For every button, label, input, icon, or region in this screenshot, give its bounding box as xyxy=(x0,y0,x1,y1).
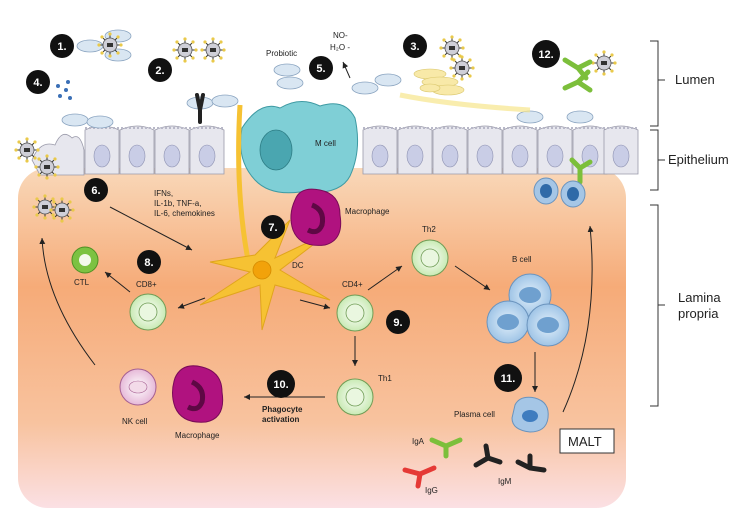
svg-text:5.: 5. xyxy=(316,63,325,75)
step-12-badge: 12. xyxy=(532,40,560,68)
step-badges: 1. 2. 3. 4. 5. 6. 7. 8. 9. 10. 11. 12. xyxy=(26,34,560,398)
step-1-badge: 1. xyxy=(50,34,74,58)
step-10-badge: 10. xyxy=(267,370,295,398)
igg-label: IgG xyxy=(425,486,438,495)
nk-cell-label: NK cell xyxy=(122,417,148,426)
step-8-badge: 8. xyxy=(137,250,161,274)
epithelial-cells-right xyxy=(362,125,639,175)
step-3-badge: 3. xyxy=(403,34,427,58)
metabolite-dots xyxy=(56,80,72,100)
igm-antibodies xyxy=(473,443,547,473)
dc-dendrite xyxy=(236,104,251,261)
phagocyte-label-1: Phagocyte xyxy=(262,405,303,414)
iga-transcytosis xyxy=(569,157,593,185)
macrophage-top-label: Macrophage xyxy=(345,207,390,216)
cd8-label: CD8+ xyxy=(136,280,157,289)
lamina-label-2: propria xyxy=(678,306,719,321)
plasma-cell-label: Plasma cell xyxy=(454,410,495,419)
cytokines-line1: IFNs, xyxy=(154,189,173,198)
svg-text:10.: 10. xyxy=(273,379,288,391)
malt-box xyxy=(559,428,615,454)
no-label: NO- xyxy=(333,31,348,40)
iga-antibody xyxy=(429,437,463,459)
svg-text:4.: 4. xyxy=(33,77,42,89)
svg-text:11.: 11. xyxy=(501,373,516,385)
iga-lumen xyxy=(562,57,593,93)
igg-antibody xyxy=(402,465,437,489)
th1-label: Th1 xyxy=(378,374,392,383)
svg-text:2.: 2. xyxy=(155,65,164,77)
step-11-badge: 11. xyxy=(494,364,522,392)
svg-text:8.: 8. xyxy=(144,257,153,269)
svg-text:9.: 9. xyxy=(393,317,402,329)
lamina-propria-region xyxy=(18,168,626,508)
step-4-badge: 4. xyxy=(26,70,50,94)
svg-text:6.: 6. xyxy=(91,185,100,197)
damaged-epithelial-cell xyxy=(31,133,85,176)
dc-label: DC xyxy=(292,261,304,270)
step-9-badge: 9. xyxy=(386,310,410,334)
m-cell xyxy=(240,101,359,194)
lamina-label-1: Lamina xyxy=(678,290,721,305)
svg-text:7.: 7. xyxy=(268,222,277,234)
step-7-badge: 7. xyxy=(261,215,285,239)
epithelium-layer: M cell xyxy=(31,101,639,194)
m-cell-nucleus xyxy=(259,129,293,171)
igm-label: IgM xyxy=(498,477,512,486)
macrophage-bottom xyxy=(172,365,224,423)
cytokines-line3: IL-6, chemokines xyxy=(154,209,215,218)
svg-text:1.: 1. xyxy=(57,41,66,53)
cytokines-line2: IL-1b, TNF-a, xyxy=(154,199,201,208)
phagocyte-label-2: activation xyxy=(262,415,299,424)
probiotic-label: Probiotic xyxy=(266,49,297,58)
cd4-label: CD4+ xyxy=(342,280,363,289)
macrophage-bottom-label: Macrophage xyxy=(175,431,220,440)
region-brackets xyxy=(650,40,665,407)
th2-label: Th2 xyxy=(422,225,436,234)
epithelial-cells-left xyxy=(84,125,225,175)
receptor xyxy=(195,93,205,124)
ctl-label: CTL xyxy=(74,278,90,287)
step-2-badge: 2. xyxy=(148,58,172,82)
m-cell-label: M cell xyxy=(315,139,336,148)
svg-text:3.: 3. xyxy=(410,41,419,53)
iga-label: IgA xyxy=(412,437,425,446)
probiotic-cluster xyxy=(413,68,465,96)
step-5-badge: 5. xyxy=(309,56,333,80)
epithelium-label: Epithelium xyxy=(668,152,729,167)
malt-label: MALT xyxy=(568,434,602,449)
b-cell-label: B cell xyxy=(512,255,532,264)
lumen-label: Lumen xyxy=(675,72,715,87)
b-cells-epithelium xyxy=(533,177,586,208)
step-6-badge: 6. xyxy=(84,178,108,202)
svg-text:12.: 12. xyxy=(538,49,553,61)
h2o-label: H₂O - xyxy=(330,43,350,52)
b-cell-cluster xyxy=(486,273,570,347)
macrophage-top xyxy=(290,188,342,246)
